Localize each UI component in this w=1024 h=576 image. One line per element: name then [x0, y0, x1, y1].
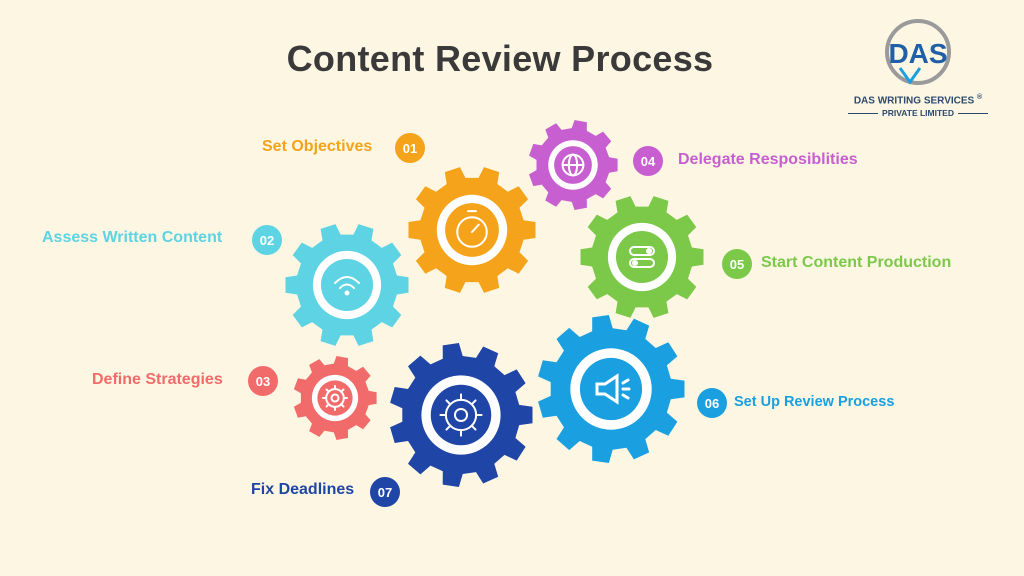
company-logo: DAS DAS WRITING SERVICES ® PRIVATE LIMIT… [828, 10, 1008, 120]
settings-icon [322, 385, 348, 411]
step-label-06: Set Up Review Process [734, 394, 895, 410]
gear-step-02 [285, 224, 409, 346]
gear-step-01 [408, 167, 536, 293]
gear-step-07 [390, 343, 533, 487]
gear-core [445, 203, 499, 257]
cog-icon [439, 393, 483, 437]
stopwatch-icon [456, 210, 488, 248]
step-label-07: Fix Deadlines [251, 481, 355, 498]
gear-step-04 [529, 120, 618, 210]
wifi-icon [334, 276, 360, 296]
step-number-03: 03 [248, 366, 278, 396]
globe-icon [561, 153, 585, 177]
step-number-02: 02 [252, 225, 282, 255]
step-number-01: 01 [395, 133, 425, 163]
megaphone-icon [595, 373, 631, 405]
logo-emblem-icon: DAS [885, 19, 951, 85]
step-label-02: Assess Written Content [42, 229, 223, 246]
step-label-03: Define Strategies [92, 371, 223, 388]
gear-core [615, 230, 669, 284]
gear-step-05 [580, 196, 704, 318]
step-label-01: Set Objectives [262, 138, 373, 155]
gear-step-03 [293, 356, 377, 440]
step-number-06: 06 [697, 388, 727, 418]
logo-company-name: DAS WRITING SERVICES ® [853, 94, 983, 107]
step-number-04: 04 [633, 146, 663, 176]
logo-company-subtitle: PRIVATE LIMITED [828, 108, 1008, 118]
step-number-05: 05 [722, 249, 752, 279]
page-title: Content Review Process [286, 38, 714, 79]
toggle-icon [629, 246, 655, 268]
step-label-05: Start Content Production [761, 254, 952, 271]
step-label-04: Delegate Resposiblities [678, 151, 858, 168]
svg-text:DAS: DAS [888, 38, 947, 69]
gear-step-06 [538, 315, 685, 463]
step-number-07: 07 [370, 477, 400, 507]
gear-core [579, 357, 643, 421]
